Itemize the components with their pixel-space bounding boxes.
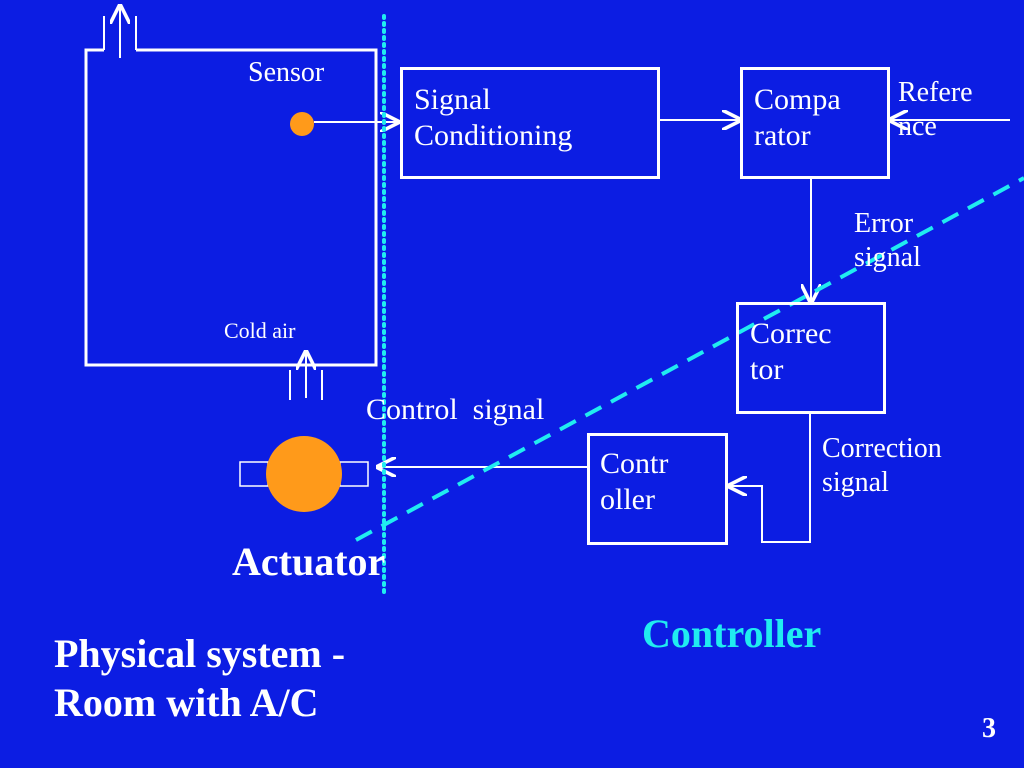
controller-heading: Controller — [642, 611, 822, 656]
actuator-label: Actuator — [232, 539, 386, 584]
sensor-dot — [290, 112, 314, 136]
boundary-dashed-line — [355, 176, 1024, 542]
control-signal-label: Control signal — [366, 393, 545, 426]
corrector-box — [736, 302, 886, 414]
controller-box-label: Contr oller — [600, 447, 669, 516]
comparator-label: Compa rator — [754, 83, 841, 152]
controller-box — [587, 433, 728, 545]
error-signal-label: Error signal — [854, 208, 921, 273]
room-outline — [84, 48, 378, 367]
correction-signal-label: Correction signal — [822, 433, 942, 498]
correction-signal-path — [729, 413, 811, 543]
cold-air-label: Cold air — [224, 318, 296, 343]
reference-label: Refere nce — [898, 77, 973, 142]
page-number: 3 — [982, 713, 996, 744]
corrector-label: Correc tor — [750, 317, 832, 386]
sensor-label: Sensor — [248, 57, 325, 88]
top-duct — [103, 6, 137, 58]
actuator-fan — [239, 436, 369, 512]
comparator-box — [740, 67, 890, 179]
signal-conditioning-box — [400, 67, 660, 179]
cold-air-duct — [289, 352, 323, 400]
signal-conditioning-label: Signal Conditioning — [414, 83, 573, 152]
physical-system-label: Physical system - Room with A/C — [54, 631, 346, 725]
